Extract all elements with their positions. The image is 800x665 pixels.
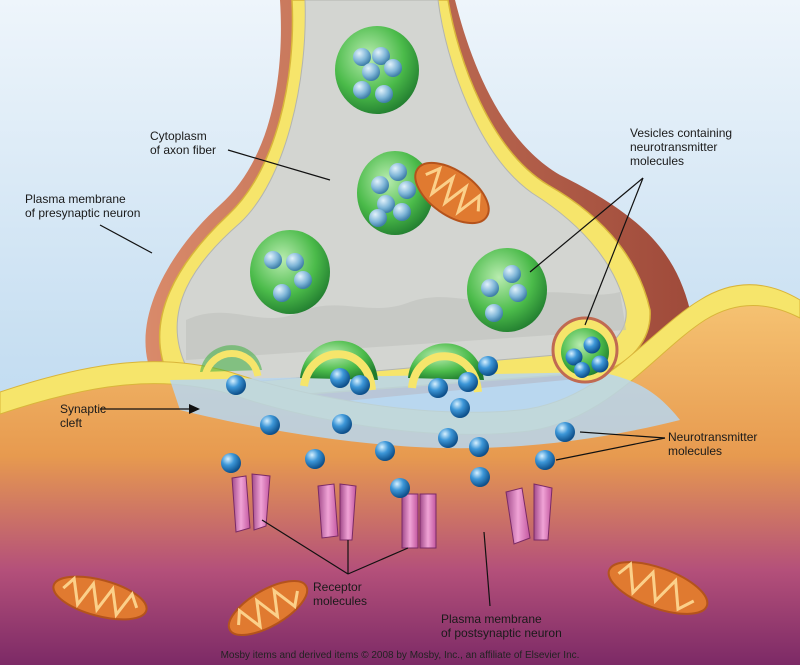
label-vesicles: Vesicles containing neurotransmitter mol… <box>630 126 733 168</box>
neurotransmitter-molecule <box>428 378 448 398</box>
vesicle-1 <box>335 26 419 114</box>
neurotransmitter-molecule <box>226 375 246 395</box>
neurotransmitter-molecule <box>305 449 325 469</box>
neurotransmitter-molecule <box>375 441 395 461</box>
mitochondrion-1 <box>414 161 490 225</box>
receptor-3 <box>401 493 437 549</box>
copyright-credit: Mosby items and derived items © 2008 by … <box>220 650 580 661</box>
neurotransmitter-molecule <box>458 372 478 392</box>
label-neurotransmitter: Neurotransmitter molecules <box>668 430 758 458</box>
vesicle-docked <box>551 316 619 384</box>
vesicle-4 <box>467 248 547 332</box>
label-cytoplasm: Cytoplasm of axon fiber <box>150 129 217 157</box>
label-receptor: Receptor molecules <box>313 580 368 608</box>
neurotransmitter-molecule <box>470 467 490 487</box>
mitochondrion-3 <box>227 580 309 636</box>
leader-lines <box>99 149 666 607</box>
neurotransmitter-molecule <box>450 398 470 418</box>
neurotransmitter-molecule <box>330 368 350 388</box>
neurotransmitter-molecule <box>390 478 410 498</box>
neurotransmitter-molecule <box>535 450 555 470</box>
vesicle-2 <box>357 151 433 235</box>
label-postsynaptic-membrane: Plasma membrane of postsynaptic neuron <box>441 612 562 640</box>
neurotransmitter-molecule <box>478 356 498 376</box>
receptor-4 <box>505 483 553 545</box>
neurotransmitter-molecule <box>260 415 280 435</box>
neurotransmitter-molecule <box>221 453 241 473</box>
neurotransmitter-molecule <box>555 422 575 442</box>
receptor-1 <box>231 473 271 533</box>
neurotransmitter-molecule <box>332 414 352 434</box>
label-synaptic-cleft: Synaptic cleft <box>60 402 107 430</box>
neurotransmitters <box>221 356 575 498</box>
vesicle-3 <box>250 230 330 314</box>
cleft-arrowhead <box>189 404 200 414</box>
receptor-2 <box>317 483 357 541</box>
label-presynaptic-membrane: Plasma membrane of presynaptic neuron <box>25 192 141 220</box>
neurotransmitter-molecule <box>438 428 458 448</box>
neurotransmitter-molecule <box>469 437 489 457</box>
fusing-vesicle-2 <box>300 340 378 391</box>
synaptic-cleft <box>170 372 680 449</box>
mitochondrion-4 <box>607 561 709 615</box>
mitochondrion-2 <box>52 575 148 621</box>
neurotransmitter-molecule <box>350 375 370 395</box>
fusing-vesicle-1 <box>200 345 262 378</box>
